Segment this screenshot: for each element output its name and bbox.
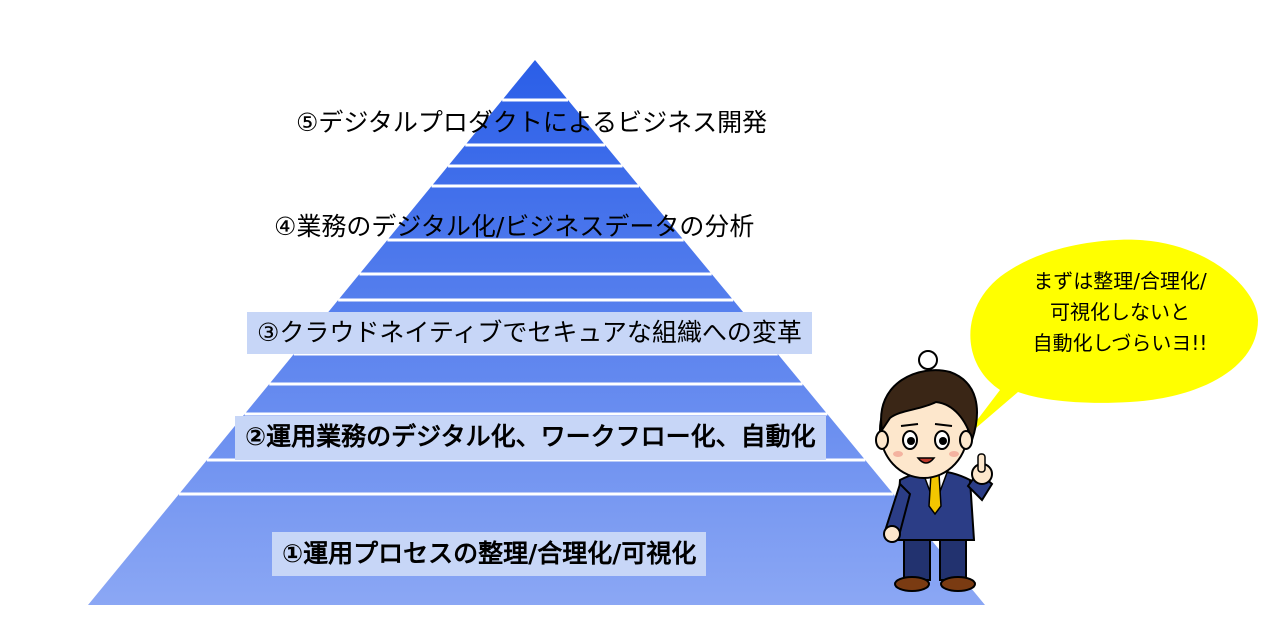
pyramid-level-2-label: ②運用業務のデジタル化、ワークフロー化、自動化 xyxy=(245,422,816,451)
pyramid-level-3-label: ③クラウドネイティブでセキュアな組織への変革 xyxy=(257,318,802,347)
speech-bubble-line-1: まずは整理/合理化/ xyxy=(1033,269,1207,293)
pyramid-level-4-label: ④業務のデジタル化/ビジネスデータの分析 xyxy=(274,212,755,241)
pyramid-level-1-label-box xyxy=(272,532,706,576)
speech-bubble-shape xyxy=(962,239,1258,440)
speech-bubble-line-2: 可視化しないと xyxy=(1050,300,1190,324)
pyramid-level-5-label: ⑤デジタルプロダクトによるビジネス開発 xyxy=(296,108,768,137)
pyramid-level-3-label-box xyxy=(247,312,812,354)
pyramid-label-boxes xyxy=(235,312,826,576)
speech-bubble-line-3: 自動化しづらいヨ!! xyxy=(1032,331,1208,355)
pyramid-level-1-label: ①運用プロセスの整理/合理化/可視化 xyxy=(282,539,697,568)
speech-bubble-text: まずは整理/合理化/ 可視化しないと 自動化しづらいヨ!! xyxy=(1000,266,1240,359)
pyramid-level-2-label-box xyxy=(235,416,826,460)
